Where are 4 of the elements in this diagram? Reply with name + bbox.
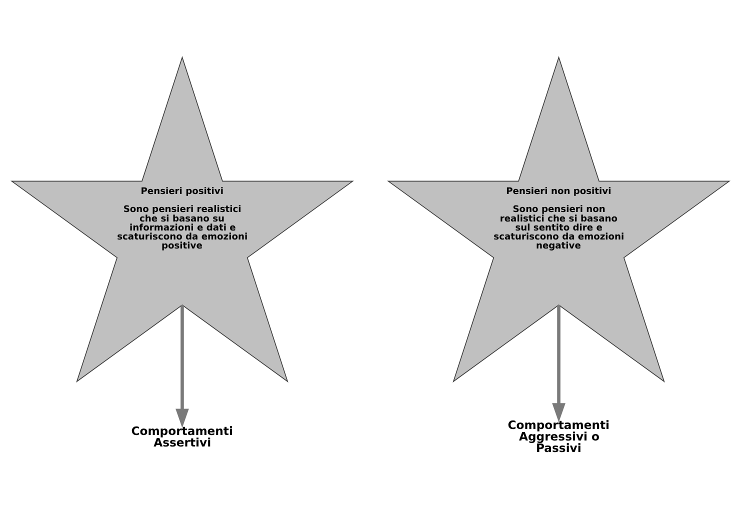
arrow <box>552 305 566 422</box>
arrow <box>176 305 189 428</box>
node-text: Comportamenti Aggressivi o Passivi <box>508 418 610 456</box>
node-text: Comportamenti Assertivi <box>131 424 233 450</box>
